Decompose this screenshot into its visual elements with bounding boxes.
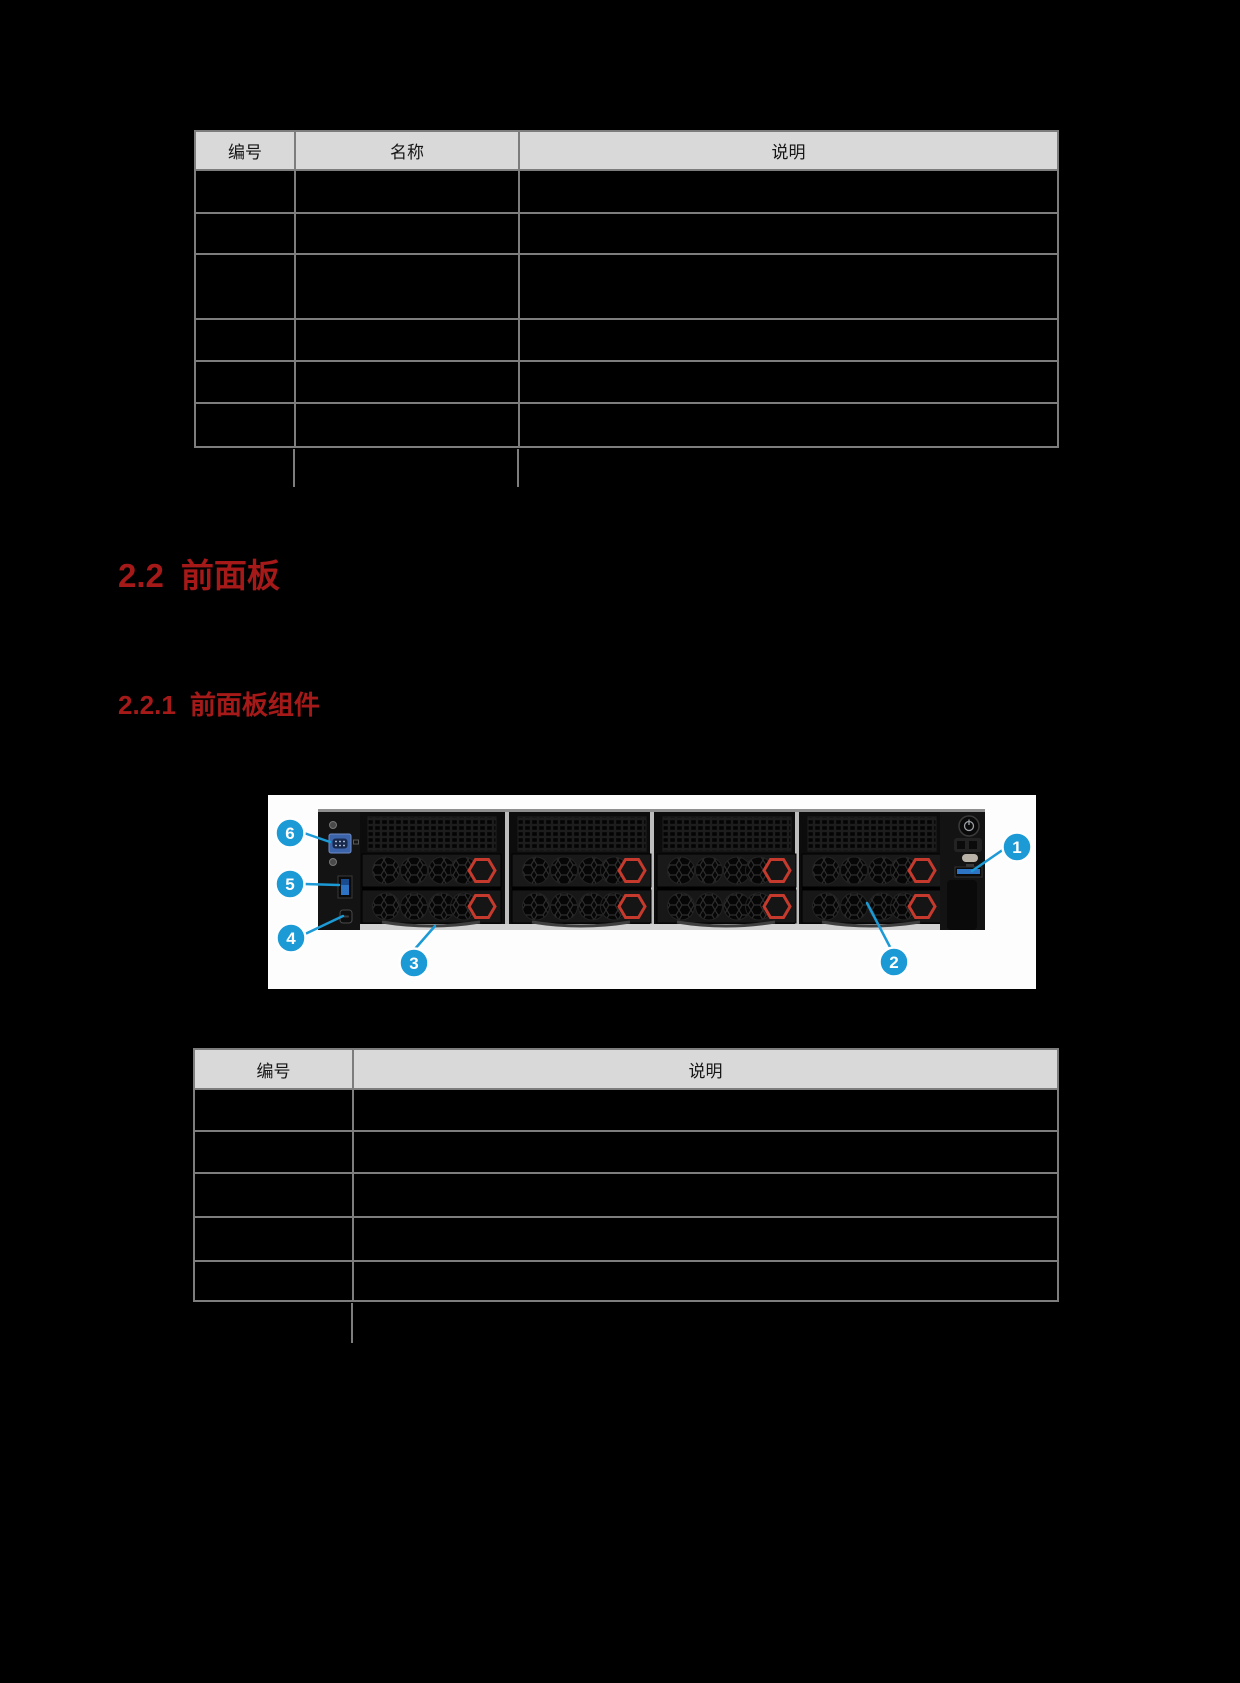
table-row <box>194 402 1059 448</box>
svg-text:3: 3 <box>409 954 418 973</box>
callout-line-5 <box>302 882 341 887</box>
table-cell <box>518 212 1059 255</box>
table-cell <box>193 1260 354 1302</box>
table-cell <box>194 212 296 255</box>
callout-badges: 1 2 3 4 5 6 <box>274 817 1033 979</box>
section-title: 前面板 <box>180 557 280 594</box>
ear-handle <box>947 880 977 930</box>
front-panel-figure: 1 2 3 4 5 6 <box>268 795 1036 989</box>
column-header-name: 名称 <box>294 130 520 171</box>
table-cell <box>294 169 520 214</box>
right-mounting-ear <box>940 812 985 930</box>
drive-bay-column <box>360 815 503 928</box>
table-cell <box>518 318 1059 362</box>
callout-line-1 <box>970 847 1006 873</box>
table-cell <box>194 253 296 320</box>
subsection-number: 2.2.1 <box>118 690 176 720</box>
usb3-port <box>337 875 353 899</box>
power-button-icon <box>958 815 980 837</box>
screw-icon <box>329 821 337 829</box>
table-row <box>193 1216 1059 1262</box>
callout-badge-3: 3 <box>398 947 430 979</box>
callout-badge-4: 4 <box>275 922 307 954</box>
svg-text:1: 1 <box>1012 838 1021 857</box>
table-row <box>194 212 1059 255</box>
drive-bay-column <box>510 815 653 928</box>
uid-button <box>962 854 978 862</box>
callout-lines <box>301 831 1006 952</box>
table-cell <box>518 360 1059 404</box>
table-cell <box>352 1130 1059 1174</box>
callout-line-6 <box>302 831 332 844</box>
svg-text:4: 4 <box>286 929 296 948</box>
table-row <box>194 318 1059 362</box>
callout-badge-1: 1 <box>1001 831 1033 863</box>
callout-line-2 <box>865 901 892 949</box>
table-cell <box>194 360 296 404</box>
column-header-number: 编号 <box>193 1048 354 1090</box>
table-cell <box>294 318 520 362</box>
column-header-description: 说明 <box>352 1048 1059 1090</box>
vga-port <box>328 833 359 854</box>
component-table: 编号 名称 说明 <box>194 130 1059 448</box>
svg-text:2: 2 <box>889 953 898 972</box>
table-row <box>194 360 1059 404</box>
table-cell <box>294 360 520 404</box>
front-panel-table: 编号 说明 <box>193 1048 1059 1302</box>
table-cell <box>294 212 520 255</box>
table-cell <box>294 402 520 448</box>
table-cell <box>193 1172 354 1218</box>
callout-line-3 <box>412 924 437 952</box>
callout-badge-2: 2 <box>878 946 910 978</box>
left-mounting-ear <box>318 812 360 930</box>
table-column-rule-stub <box>351 1303 353 1343</box>
table-cell <box>193 1216 354 1262</box>
svg-text:5: 5 <box>285 875 294 894</box>
table-cell <box>194 402 296 448</box>
table-cell <box>518 402 1059 448</box>
column-header-description: 说明 <box>518 130 1059 171</box>
bay-divider <box>650 812 654 924</box>
usb-port <box>954 866 983 878</box>
screw-icon <box>329 858 337 866</box>
callout-line-4 <box>301 914 345 937</box>
table-cell <box>518 169 1059 214</box>
usb-icon <box>966 864 974 867</box>
svg-text:6: 6 <box>285 824 294 843</box>
table-row <box>193 1172 1059 1218</box>
subsection-heading: 2.2.1 前面板组件 <box>118 688 320 722</box>
table-cell <box>352 1088 1059 1132</box>
table-column-rule-stub <box>293 449 295 487</box>
table-row <box>193 1260 1059 1302</box>
table-row <box>193 1130 1059 1174</box>
table-header-row: 编号 名称 说明 <box>194 130 1059 171</box>
table-cell <box>194 169 296 214</box>
table-row <box>193 1088 1059 1132</box>
table-cell <box>193 1130 354 1174</box>
table-column-rule-stub <box>517 449 519 487</box>
section-number: 2.2 <box>118 557 164 594</box>
section-heading: 2.2 前面板 <box>118 555 280 597</box>
subsection-title: 前面板组件 <box>189 690 320 720</box>
table-cell <box>193 1088 354 1132</box>
table-row <box>194 253 1059 320</box>
table-row <box>194 169 1059 214</box>
table-cell <box>194 318 296 362</box>
table-header-row: 编号 说明 <box>193 1048 1059 1090</box>
bay-divider <box>505 812 509 924</box>
callout-badge-5: 5 <box>274 868 306 900</box>
status-led-cluster <box>954 838 982 852</box>
server-front-image: 1 2 3 4 5 6 <box>268 795 1036 989</box>
table-cell <box>352 1216 1059 1262</box>
table-cell <box>352 1260 1059 1302</box>
bay-divider <box>795 812 799 924</box>
table-cell <box>518 253 1059 320</box>
callout-badge-6: 6 <box>274 817 306 849</box>
drive-bay-column <box>655 815 798 928</box>
table-cell <box>352 1172 1059 1218</box>
table-cell <box>294 253 520 320</box>
column-header-number: 编号 <box>194 130 296 171</box>
